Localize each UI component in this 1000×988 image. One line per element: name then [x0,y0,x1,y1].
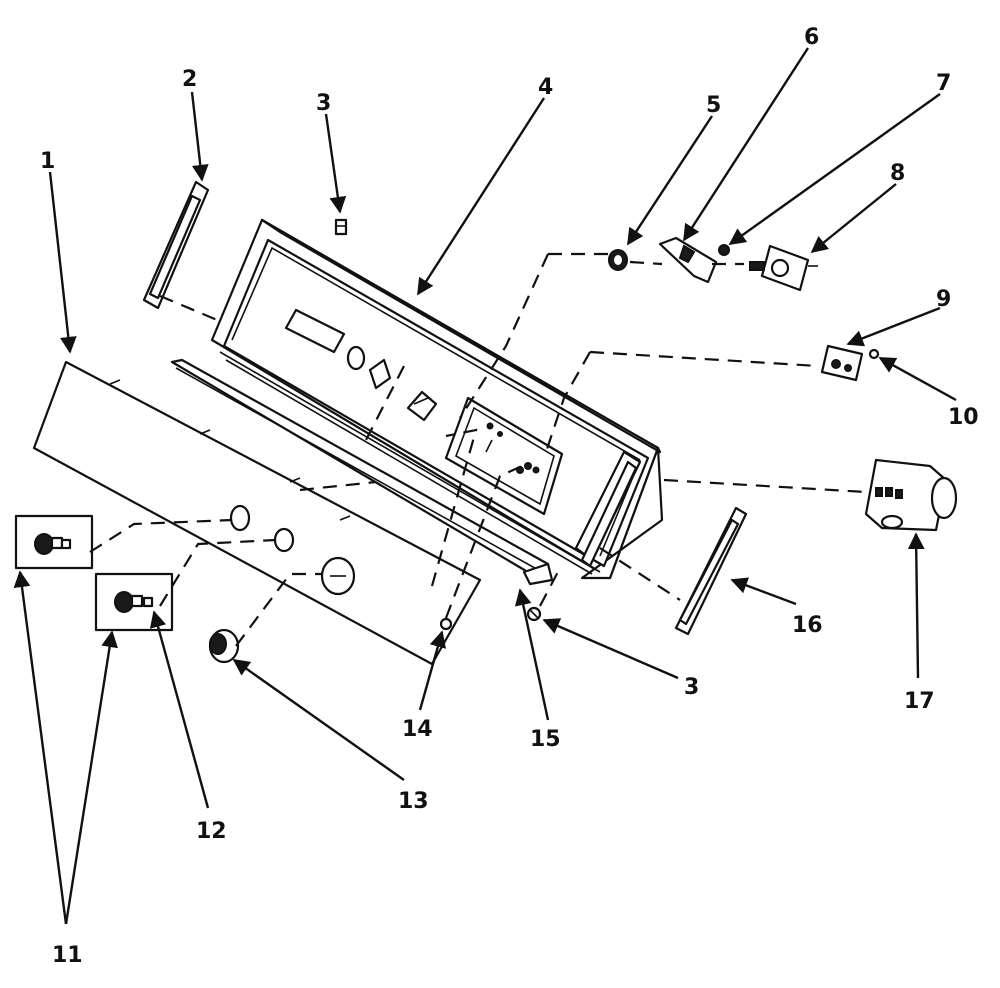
callout-14: 14 [402,717,433,742]
callout-5: 5 [706,93,721,118]
assembly-dashes [89,252,867,647]
knob-insert [608,249,628,271]
callout-16: 16 [792,613,823,638]
callout-9: 9 [936,287,951,312]
mount-bracket [658,236,718,284]
control-board-panel [444,396,564,516]
callout-13: 13 [398,789,429,814]
right-end-cap [674,506,748,636]
bracket-screw [718,244,730,256]
callout-4: 4 [538,75,553,100]
small-screw [439,617,453,631]
callout-10: 10 [948,405,979,430]
callout-3-top: 3 [316,91,331,116]
timer-assembly [864,458,958,532]
trim-strip [170,358,554,586]
callout-8: 8 [890,161,905,186]
callout-2: 2 [182,67,197,92]
micro-switch [820,344,864,382]
switch-bracket [406,390,438,422]
callouts: 1 2 3 4 5 6 7 8 9 10 11 12 13 14 15 3 16… [40,25,979,968]
callout-15: 15 [530,727,561,752]
large-knob [208,628,240,664]
rect-opening [368,358,392,390]
micro-switch-screw [868,348,880,360]
leader-lines [13,47,957,925]
callout-17: 17 [904,689,935,714]
callout-12: 12 [196,819,227,844]
callout-1: 1 [40,149,55,174]
callout-3-bottom: 3 [684,675,699,700]
callout-11: 11 [52,943,83,968]
left-end-cap [142,180,210,310]
screw-top [334,218,348,236]
callout-7: 7 [936,71,951,96]
knob-box-right [94,572,174,632]
callout-6: 6 [804,25,819,50]
round-opening [346,345,366,371]
display-window [284,308,346,354]
rotary-switch [749,244,818,292]
screw-bottom [526,606,542,622]
knob-box-left [14,514,94,570]
